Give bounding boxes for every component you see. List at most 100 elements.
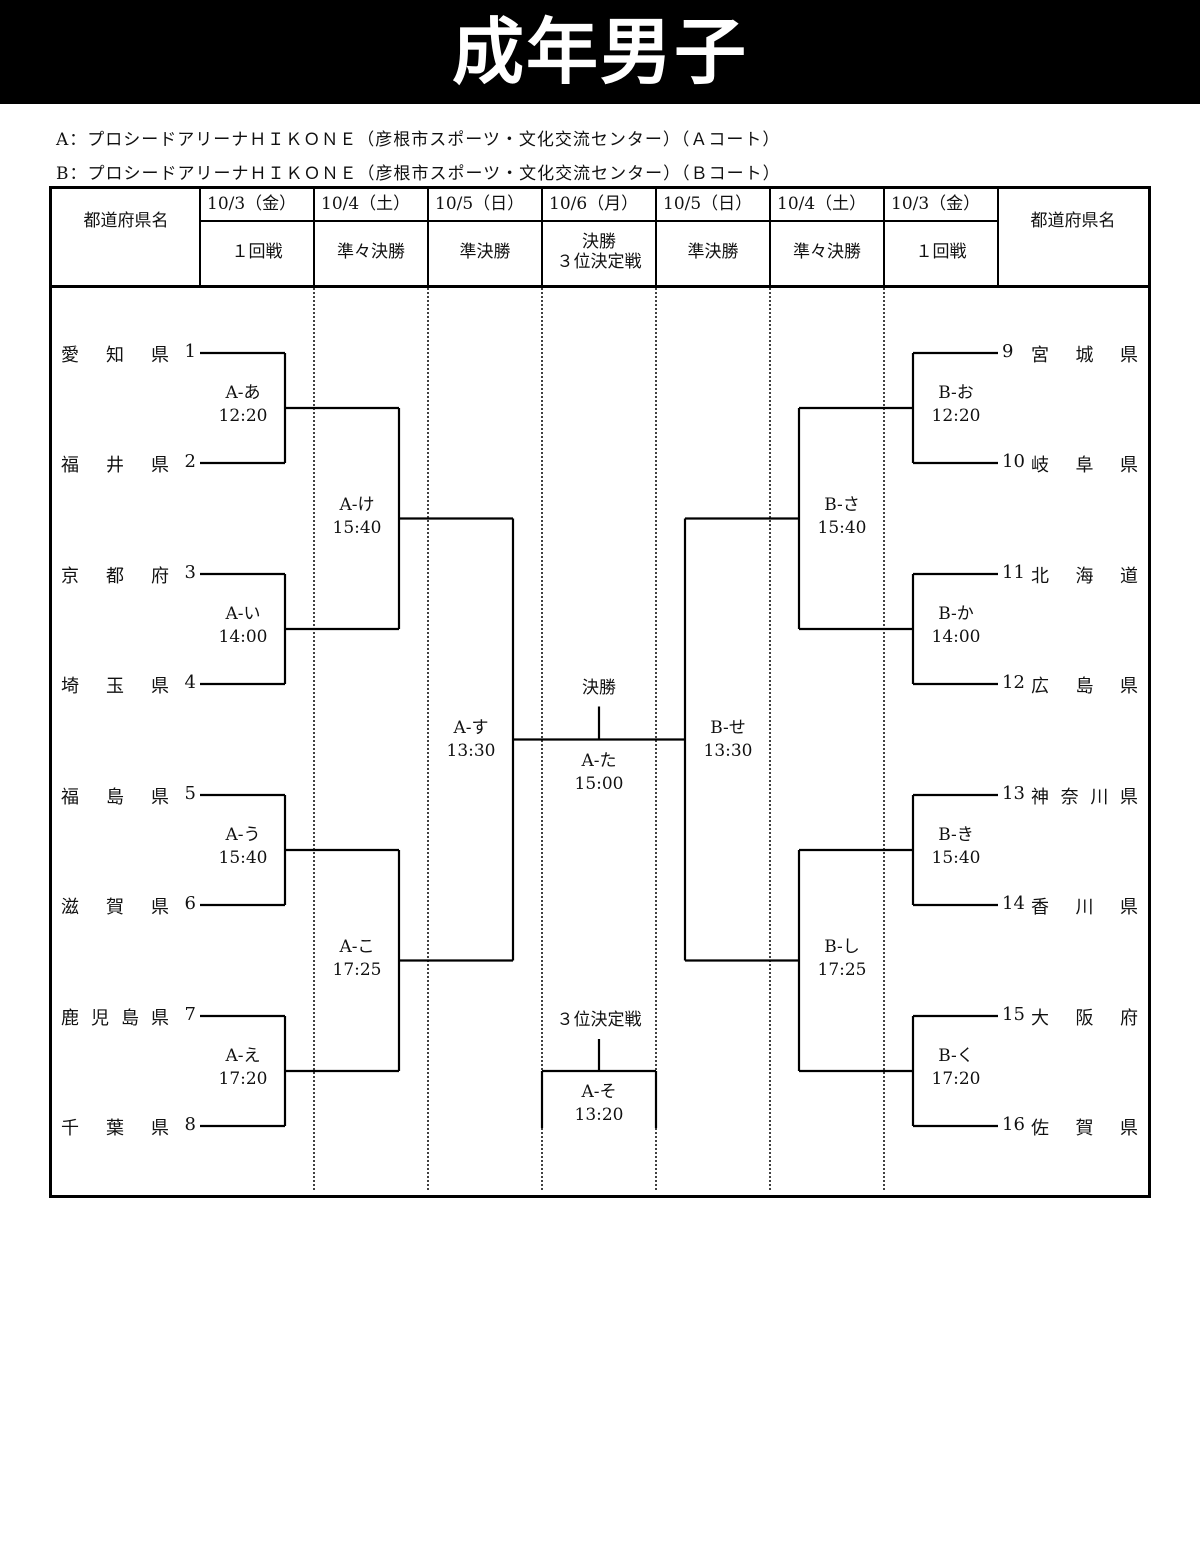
match-right-r1-3: B-く 17:20: [911, 1045, 1001, 1091]
team-name: 香川県: [1031, 897, 1138, 918]
header-date-3: 10/6（月）: [549, 194, 639, 215]
team-name: 佐賀県: [1031, 1118, 1138, 1139]
header-column-divider: [769, 189, 771, 285]
match-time: 12:20: [218, 406, 268, 426]
match-time: 15:40: [332, 517, 382, 538]
team-name: 愛知県: [61, 345, 169, 366]
page-title: 成年男子: [451, 10, 748, 94]
team-seed: 9: [1002, 341, 1014, 362]
team-seed: 4: [184, 672, 196, 693]
header-round-6: １回戦: [915, 242, 967, 263]
team-seed: 15: [1002, 1004, 1025, 1025]
match-id: B-き: [938, 825, 974, 845]
team-name: 大阪府: [1031, 1008, 1138, 1029]
match-time: 13:30: [446, 740, 496, 761]
match-id: B-せ: [710, 717, 746, 738]
match-id: B-さ: [824, 494, 860, 515]
bracket-frame: [49, 186, 1151, 1198]
header-column-divider: [541, 189, 543, 285]
match-id: A-い: [225, 604, 261, 624]
team-left-4: 埼玉県 4: [61, 672, 198, 698]
match-id: A-け: [339, 494, 375, 515]
header-round-0: １回戦: [231, 242, 283, 263]
header-prefecture-right: 都道府県名: [1030, 211, 1116, 232]
team-seed: 3: [184, 562, 196, 583]
team-left-6: 滋賀県 6: [61, 893, 198, 919]
match-id: A-う: [225, 825, 261, 845]
team-seed: 14: [1002, 893, 1025, 914]
team-seed: 6: [184, 893, 196, 914]
team-left-7: 鹿児島県 7: [61, 1004, 198, 1030]
team-name: 埼玉県: [61, 676, 169, 697]
match-time: 15:40: [931, 848, 981, 868]
match-id: A-あ: [225, 383, 261, 403]
header-column-divider: [199, 189, 201, 285]
team-name: 千葉県: [61, 1118, 169, 1139]
header-round-2: 準決勝: [459, 242, 511, 263]
match-time: 17:20: [931, 1069, 981, 1089]
match-id: B-く: [938, 1046, 974, 1066]
header-column-divider: [427, 189, 429, 285]
header-round-1: 準々決勝: [337, 242, 405, 263]
match-time: 14:00: [931, 627, 981, 647]
team-seed: 10: [1002, 451, 1025, 472]
header-separator: [49, 285, 1151, 288]
team-name: 福井県: [61, 455, 169, 476]
team-name: 広島県: [1031, 676, 1138, 697]
header-date-5: 10/4（土）: [777, 194, 867, 215]
header-round-3: 決勝 ３位決定戦: [556, 232, 642, 272]
header-column-divider: [997, 189, 999, 285]
header-date-4: 10/5（日）: [663, 194, 753, 215]
team-seed: 13: [1002, 783, 1025, 804]
team-name: 滋賀県: [61, 897, 169, 918]
match-time: 17:25: [817, 959, 867, 980]
header-round-4: 準決勝: [687, 242, 739, 263]
match-time: 15:00: [574, 773, 624, 794]
venue-a-note: A：プロシードアリーナＨＩＫＯＮＥ（彦根市スポーツ・文化交流センター）（Ａコート…: [56, 130, 781, 150]
final-label: 決勝: [582, 678, 616, 698]
match-time: 17:20: [218, 1069, 268, 1089]
header-prefecture-left: 都道府県名: [83, 211, 169, 232]
match-time: 17:25: [332, 959, 382, 980]
match-left-r1-0: A-あ 12:20: [198, 382, 288, 428]
match-time: 13:30: [703, 740, 753, 761]
match-id: A-た: [581, 750, 617, 771]
header-date-2: 10/5（日）: [435, 194, 525, 215]
team-seed: 16: [1002, 1114, 1025, 1135]
venue-b-note: B：プロシードアリーナＨＩＫＯＮＥ（彦根市スポーツ・文化交流センター）（Ｂコート…: [56, 164, 781, 184]
match-id: B-し: [824, 936, 860, 957]
match-time: 15:40: [817, 517, 867, 538]
team-seed: 11: [1002, 562, 1025, 583]
header-column-divider: [883, 189, 885, 285]
team-seed: 1: [184, 341, 196, 362]
team-name: 岐阜県: [1031, 455, 1138, 476]
team-name: 神奈川県: [1031, 787, 1138, 808]
team-seed: 7: [184, 1004, 196, 1025]
team-seed: 5: [184, 783, 196, 804]
title-banner: [0, 0, 1200, 104]
team-seed: 2: [184, 451, 196, 472]
header-date-6: 10/3（金）: [891, 194, 981, 215]
header-column-divider: [313, 189, 315, 285]
header-column-divider: [655, 189, 657, 285]
match-id: A-そ: [581, 1082, 617, 1102]
team-seed: 12: [1002, 672, 1025, 693]
match-right-r1-2: B-き 15:40: [911, 824, 1001, 870]
header-date-divider: [200, 220, 998, 222]
team-name: 鹿児島県: [61, 1008, 169, 1029]
match-id: B-お: [938, 383, 974, 403]
match-id: A-す: [453, 717, 489, 738]
